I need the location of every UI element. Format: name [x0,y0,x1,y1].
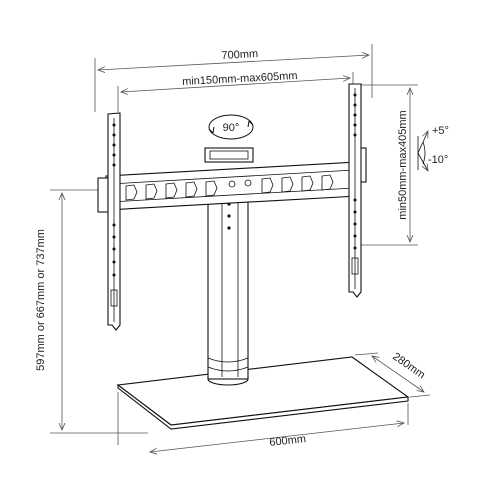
vesa-width-label: min150mm-max605mm [182,70,298,88]
base-plate [116,356,410,430]
base-width-label: 600mm [269,433,307,449]
column-clamp [204,147,254,163]
vesa-height-dimension: min50mm-max405mm [360,84,418,246]
tilt-up-label: +5° [432,125,449,137]
height-label: 597mm or 667mm or 737mm [35,229,47,371]
rotation-label: 90° [223,122,240,134]
height-dimension: 597mm or 667mm or 737mm [35,189,148,434]
right-vertical-arm [348,83,362,298]
tilt-indicator: +5° -10° [417,125,449,171]
overall-width-dimension: 700mm [94,44,373,112]
column [207,195,249,386]
rotation-indicator: 90° [208,114,254,140]
base-width-dimension: 600mm [117,392,409,452]
overall-width-label: 700mm [221,48,258,62]
tv-stand-drawing [97,83,410,430]
vesa-width-dimension: min150mm-max605mm [117,70,354,112]
base-depth-label: 280mm [390,351,427,382]
left-vertical-arm [107,112,121,331]
vesa-height-label: min50mm-max405mm [397,110,409,219]
tilt-down-label: -10° [428,154,448,166]
